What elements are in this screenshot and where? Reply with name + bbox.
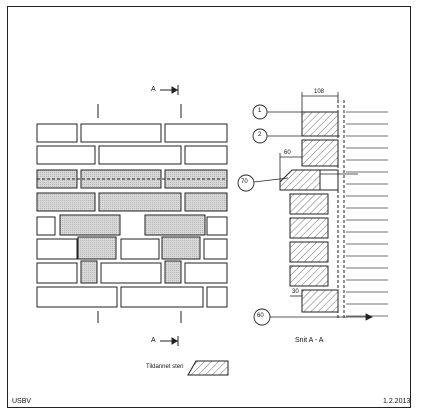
section-marker-bottom: A — [151, 337, 156, 344]
section-arrow-bottom — [160, 336, 179, 346]
callout-60: 60 — [257, 313, 264, 319]
section-title: Snit A - A — [295, 337, 324, 344]
callout-leaders — [253, 111, 373, 321]
inner-blockwork — [346, 111, 388, 317]
legend-label: Tildannet sten — [146, 364, 184, 370]
dimension-width: 108 — [314, 89, 325, 95]
callout-1: 1 — [258, 108, 262, 114]
dimension-lines — [279, 92, 339, 297]
drawing-date: 1.2.2013 — [383, 398, 411, 405]
callout-circles — [237, 104, 271, 326]
wall-section — [279, 100, 345, 320]
section-arrow-top — [160, 85, 179, 95]
company-name: USBV — [12, 398, 32, 405]
dimension-gap: 30 — [292, 289, 299, 295]
drawing-frame — [7, 6, 411, 408]
callout-2: 2 — [258, 132, 262, 138]
dimension-ledge: 60 — [284, 150, 291, 156]
wall-elevation — [36, 104, 228, 323]
section-marker-top: A — [151, 86, 156, 93]
legend-symbol — [187, 360, 229, 376]
callout-70: 70 — [241, 179, 248, 185]
